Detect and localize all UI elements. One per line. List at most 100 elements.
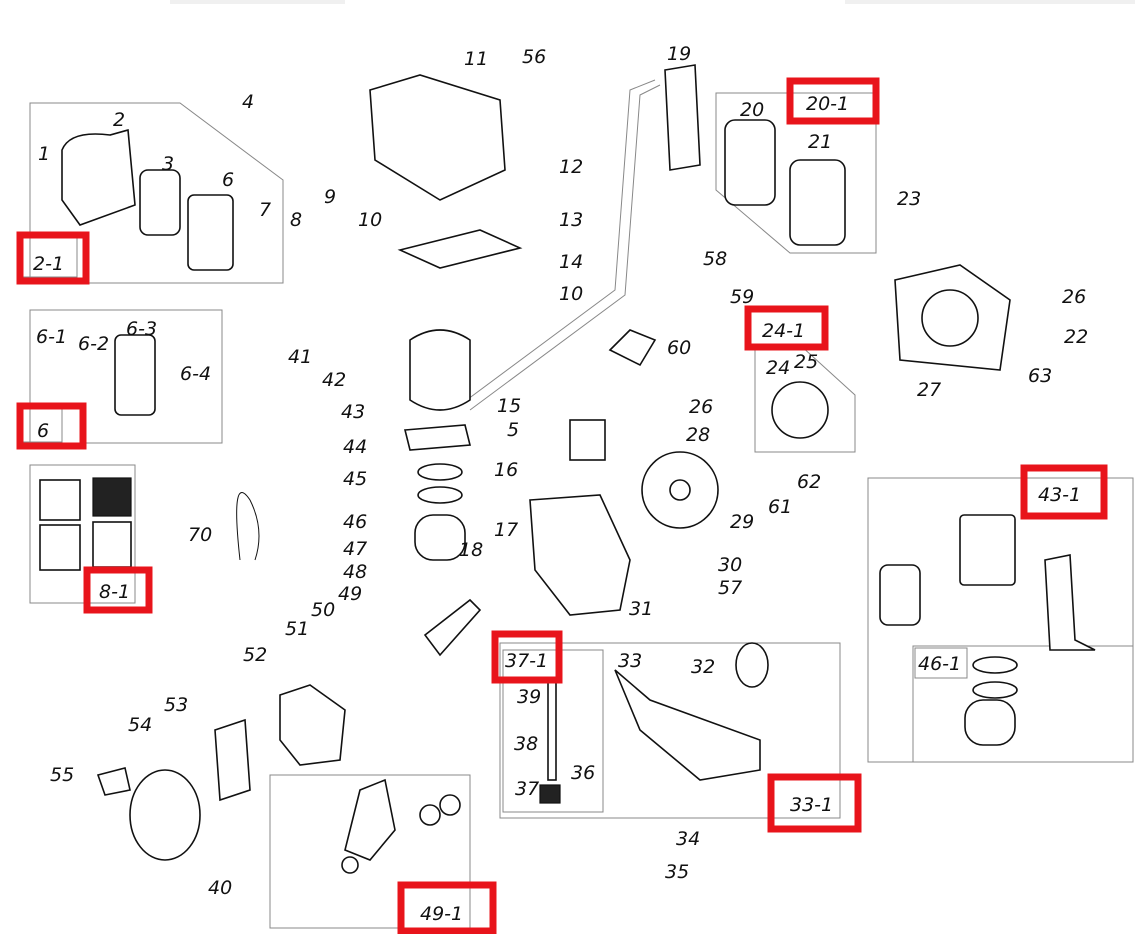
part-label: 43 — [341, 401, 365, 423]
part-label: 39 — [517, 686, 541, 708]
part-label: 35 — [665, 861, 689, 883]
part-label: 27 — [917, 379, 941, 401]
primer-bulb — [608, 329, 657, 367]
part-label: 14 — [559, 251, 583, 273]
part-label: 6-1 — [36, 326, 67, 348]
part-label: 70 — [188, 524, 212, 546]
part-label: 57 — [718, 577, 742, 599]
highlight-box — [1020, 464, 1108, 520]
muffler-cover — [789, 159, 846, 246]
part-label: 23 — [897, 188, 921, 210]
muffler — [724, 119, 776, 206]
part-label: 40 — [208, 877, 232, 899]
highlight-box — [744, 305, 829, 351]
kit-label-20-1: 20-1 — [806, 93, 849, 115]
engine-cover — [369, 74, 506, 201]
part-label: 37 — [515, 778, 539, 800]
group-frames — [29, 79, 1134, 929]
part-number-labels: 1 2 3 4 6 7 8 9 10 11 56 12 13 14 10 41 … — [36, 43, 1088, 899]
kit-label-37-1: 37-1 — [505, 650, 548, 672]
air-filter-base — [187, 194, 234, 271]
top-strip — [170, 0, 345, 4]
part-label: 6-3 — [126, 318, 157, 340]
part-label: 50 — [311, 599, 335, 621]
part-label: 31 — [629, 598, 653, 620]
part-label: 34 — [676, 828, 700, 850]
part-label: 18 — [459, 539, 483, 561]
part-label: 25 — [794, 351, 818, 373]
part-label: 10 — [358, 209, 382, 231]
part-label: 24 — [766, 357, 790, 379]
highlight-box — [491, 630, 563, 684]
pawl-plate — [214, 718, 251, 802]
fuel-tank — [614, 669, 761, 781]
kit-cylinder — [959, 514, 1016, 586]
part-label: 13 — [559, 209, 583, 231]
recoil-starter — [129, 769, 201, 861]
part-label: 12 — [559, 156, 583, 178]
kit-label-6: 6 — [37, 420, 49, 442]
part-label: 19 — [667, 43, 691, 65]
cylinder — [409, 329, 471, 411]
part-label: 1 — [38, 143, 50, 165]
part-label: 28 — [686, 424, 710, 446]
muffler-guard — [664, 64, 701, 171]
kit-labels: 2-1 6 8-1 20-1 24-1 43-1 37-1 33-1 49-1 … — [16, 77, 1108, 934]
top-strip — [845, 0, 1135, 4]
ignition-coil — [569, 419, 606, 461]
crankshaft — [423, 598, 482, 657]
part-label: 38 — [514, 733, 538, 755]
part-label: 41 — [288, 346, 312, 368]
kit-label-24-1: 24-1 — [762, 320, 805, 342]
part-label: 4 — [242, 91, 254, 113]
parts — [39, 64, 1096, 874]
part-label: 11 — [464, 48, 488, 70]
part-label: 52 — [243, 644, 267, 666]
part-label: 10 — [559, 283, 583, 305]
part-label: 5 — [507, 419, 519, 441]
part-label: 17 — [494, 519, 518, 541]
part-label: 2 — [113, 109, 125, 131]
cylinder-gasket — [403, 424, 472, 451]
kit-label-8-1: 8-1 — [99, 581, 130, 603]
part-label: 55 — [50, 764, 74, 786]
part-label: 46 — [343, 511, 367, 533]
clutch — [771, 381, 829, 439]
part-label: 32 — [691, 656, 715, 678]
part-label: 29 — [730, 511, 754, 533]
air-filter-cover — [61, 128, 136, 226]
part-label: 51 — [285, 618, 309, 640]
part-label: 44 — [343, 436, 367, 458]
highlight-box — [83, 566, 153, 614]
part-label: 48 — [343, 561, 367, 583]
throttle-cable — [236, 492, 260, 561]
part-label: 3 — [162, 153, 174, 175]
part-label: 45 — [343, 468, 367, 490]
part-label: 63 — [1028, 365, 1052, 387]
part-label: 22 — [1064, 326, 1088, 348]
starter-handle — [96, 767, 131, 796]
part-label: 33 — [618, 650, 642, 672]
part-label: 26 — [1062, 286, 1086, 308]
highlight-box — [397, 881, 497, 934]
part-label: 54 — [128, 714, 152, 736]
kit-label-2-1: 2-1 — [33, 253, 64, 275]
part-label: 16 — [494, 459, 518, 481]
crankcase — [529, 494, 631, 616]
gasket — [397, 229, 523, 269]
part-label: 53 — [164, 694, 188, 716]
part-label: 56 — [522, 46, 546, 68]
highlight-box — [767, 773, 862, 833]
part-label: 49 — [338, 583, 362, 605]
part-label: 47 — [343, 538, 367, 560]
part-label: 8 — [290, 209, 302, 231]
kit-label-43-1: 43-1 — [1038, 484, 1081, 506]
part-label: 30 — [718, 554, 742, 576]
fuel-cap — [735, 642, 769, 688]
highlight-box — [786, 77, 880, 125]
highlight-box — [16, 402, 87, 450]
kit-label-46-1: 46-1 — [918, 653, 961, 675]
part-label: 21 — [808, 131, 832, 153]
part-label: 36 — [571, 762, 595, 784]
